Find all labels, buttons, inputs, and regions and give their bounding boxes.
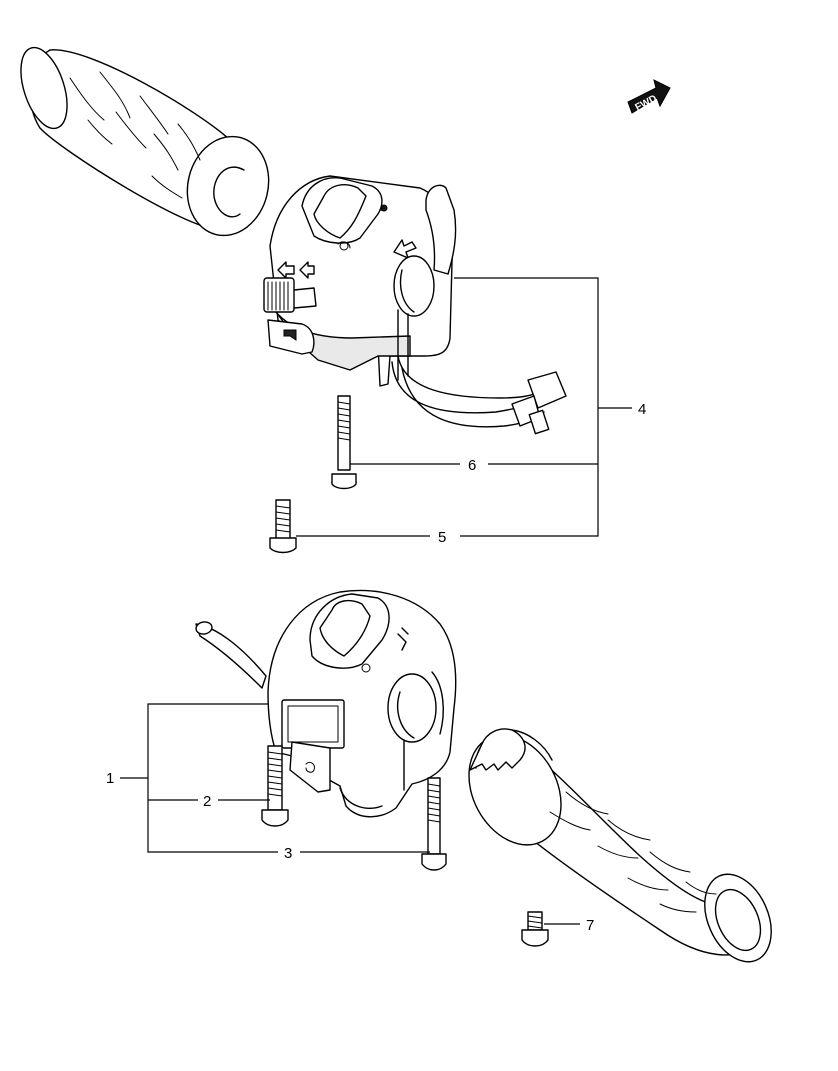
screw-part-2: [261, 745, 289, 827]
svg-text:≡: ≡: [380, 204, 386, 215]
left-switch-assembly: ≡: [263, 175, 567, 435]
callout-4: 4: [638, 401, 646, 418]
right-switch-assembly: [195, 589, 457, 818]
screw-part-7: [521, 911, 549, 947]
fwd-arrow-icon: FWD: [627, 79, 671, 114]
fwd-label: FWD: [633, 93, 658, 113]
screw-part-3: [421, 777, 447, 871]
horn-button-icon: [267, 319, 315, 355]
callout-7: 7: [586, 917, 594, 934]
callout-2: 2: [203, 793, 211, 810]
screw-part-5: [269, 499, 297, 554]
callout-1: 1: [106, 770, 114, 787]
left-handlebar-grip: [20, 46, 270, 237]
callout-6: 6: [468, 457, 476, 474]
callout-3: 3: [284, 845, 292, 862]
right-handlebar-grip: [468, 728, 772, 963]
lower-leader-lines: [120, 703, 580, 925]
screw-part-6: [331, 395, 357, 490]
upper-leader-lines: [296, 277, 632, 537]
callout-5: 5: [438, 529, 446, 546]
knurled-knob-icon: [263, 277, 317, 313]
